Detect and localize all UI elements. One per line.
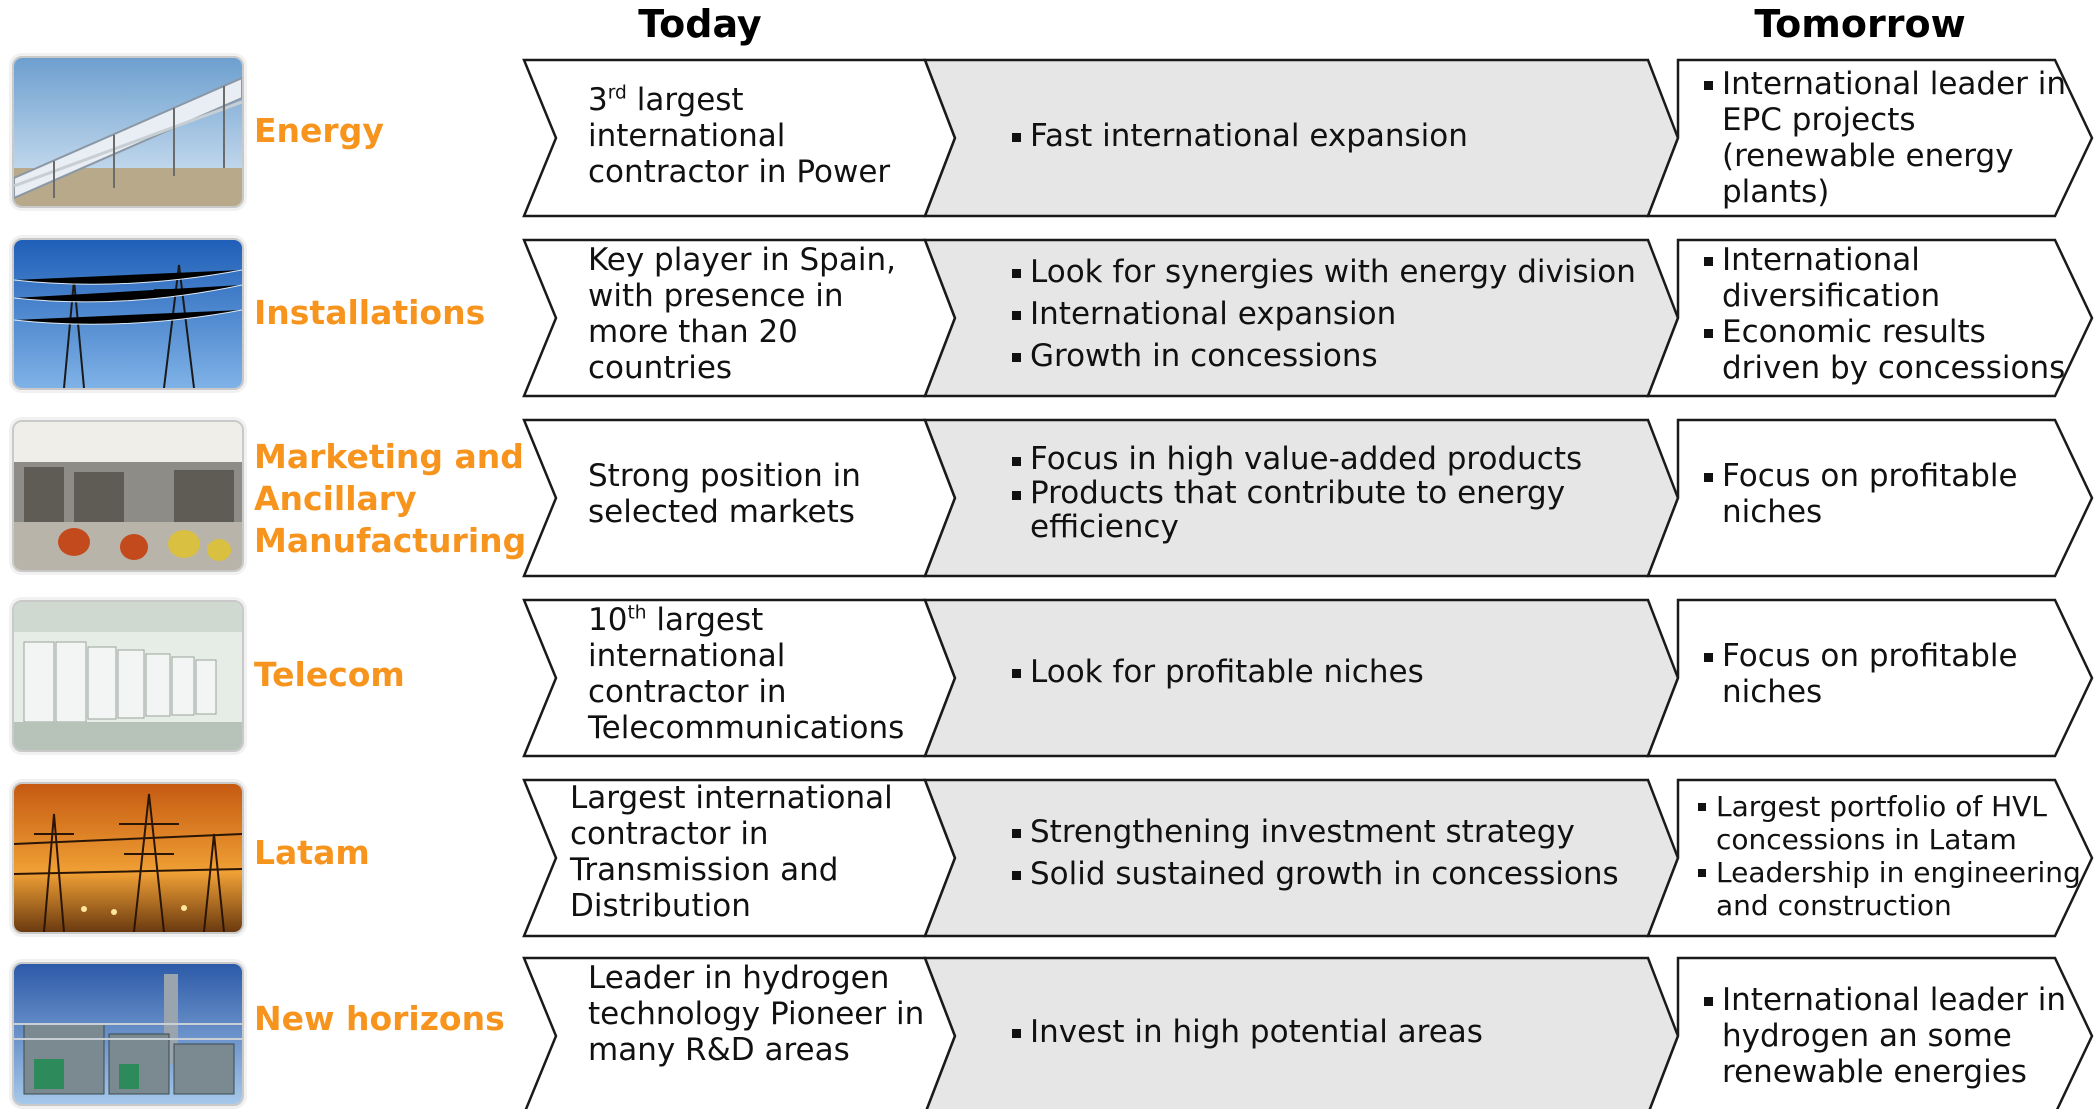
list-item: Economic results driven by concessions bbox=[1700, 314, 2070, 386]
row-latam: Latam Largest international contractor i… bbox=[0, 772, 2100, 942]
tomorrow-chevron-telecom bbox=[1646, 598, 2094, 758]
list-item: Growth in concessions bbox=[1008, 338, 1658, 374]
row-new-horizons: New horizons Leader in hydrogen technolo… bbox=[0, 952, 2100, 1109]
list-item: International diversification bbox=[1700, 242, 2070, 314]
list-item: International expansion bbox=[1008, 296, 1658, 332]
today-text-latam: Largest international contractor in Tran… bbox=[570, 780, 893, 924]
row-telecom: Telecom 10th largest international contr… bbox=[0, 592, 2100, 762]
tomorrow-chevron-new-horizons bbox=[1648, 956, 2094, 1109]
list-item: International leader in EPC projects (re… bbox=[1700, 66, 2070, 210]
tomorrow-list-energy: International leader in EPC projects (re… bbox=[1700, 66, 2070, 210]
warehouse-photo bbox=[12, 420, 244, 572]
middle-list-marketing: Focus in high value-added products Produ… bbox=[1008, 442, 1658, 544]
list-item: International leader in hydrogen an some… bbox=[1700, 982, 2070, 1090]
row-installations: Installations Key player in Spain, with … bbox=[0, 232, 2100, 402]
list-item: Strengthening investment strategy bbox=[1008, 814, 1658, 850]
tomorrow-list-latam: Largest portfolio of HVL concessions in … bbox=[1694, 790, 2084, 922]
list-item: Leadership in engineering and constructi… bbox=[1694, 856, 2084, 922]
middle-list-installations: Look for synergies with energy division … bbox=[1008, 254, 1658, 380]
tomorrow-list-installations: International diversification Economic r… bbox=[1700, 242, 2070, 386]
today-text-telecom: 10th largest international contractor in… bbox=[588, 602, 905, 746]
list-item: Focus on profitable niches bbox=[1700, 458, 2070, 530]
middle-chevron-new-horizons bbox=[923, 956, 1680, 1109]
middle-list-telecom: Look for profitable niches bbox=[1008, 654, 1658, 696]
list-item: Invest in high potential areas bbox=[1008, 1014, 1658, 1050]
switchgear-photo bbox=[12, 600, 244, 752]
list-item: Solid sustained growth in concessions bbox=[1008, 856, 1658, 892]
row-marketing: Marketing and Ancillary Manufacturing St… bbox=[0, 412, 2100, 582]
tomorrow-header: Tomorrow bbox=[1754, 2, 1966, 46]
tomorrow-chevron-marketing bbox=[1646, 418, 2094, 578]
segment-label-installations: Installations bbox=[254, 293, 486, 332]
list-item: Look for profitable niches bbox=[1008, 654, 1658, 690]
tomorrow-list-new-horizons: International leader in hydrogen an some… bbox=[1700, 982, 2070, 1090]
middle-list-new-horizons: Invest in high potential areas bbox=[1008, 1014, 1658, 1056]
segment-label-energy: Energy bbox=[254, 111, 384, 150]
segment-label-marketing: Marketing and Ancillary Manufacturing bbox=[254, 437, 527, 560]
row-energy: Energy 3rd largest international contrac… bbox=[0, 52, 2100, 222]
segment-label-telecom: Telecom bbox=[254, 655, 405, 694]
segment-label-latam: Latam bbox=[254, 833, 370, 872]
list-item: Focus in high value-added products bbox=[1008, 442, 1658, 476]
tomorrow-chevron-installations bbox=[1646, 238, 2094, 398]
today-text-installations: Key player in Spain, with presence in mo… bbox=[588, 242, 896, 386]
middle-list-energy: Fast international expansion bbox=[1008, 118, 1658, 160]
power-towers-photo bbox=[12, 238, 244, 390]
solar-plant-photo bbox=[12, 56, 244, 208]
today-header: Today bbox=[638, 2, 762, 46]
segment-label-new-horizons: New horizons bbox=[254, 999, 505, 1038]
list-item: Products that contribute to energy effic… bbox=[1008, 476, 1658, 544]
tomorrow-chevron-energy bbox=[1646, 58, 2094, 218]
today-text-new-horizons: Leader in hydrogen technology Pioneer in… bbox=[588, 960, 925, 1068]
tomorrow-chevron-latam bbox=[1646, 778, 2094, 938]
list-item: Look for synergies with energy division bbox=[1008, 254, 1658, 290]
tomorrow-list-telecom: Focus on profitable niches bbox=[1700, 638, 2070, 710]
list-item: Focus on profitable niches bbox=[1700, 638, 2070, 710]
list-item: Largest portfolio of HVL concessions in … bbox=[1694, 790, 2084, 856]
today-text-energy: 3rd largest international contractor in … bbox=[588, 82, 891, 190]
tomorrow-list-marketing: Focus on profitable niches bbox=[1700, 458, 2070, 530]
list-item: Fast international expansion bbox=[1008, 118, 1658, 154]
substation-sunset-photo bbox=[12, 782, 244, 934]
today-text-marketing: Strong position in selected markets bbox=[588, 458, 861, 530]
middle-list-latam: Strengthening investment strategy Solid … bbox=[1008, 814, 1658, 898]
hydrogen-plant-photo bbox=[12, 962, 244, 1106]
